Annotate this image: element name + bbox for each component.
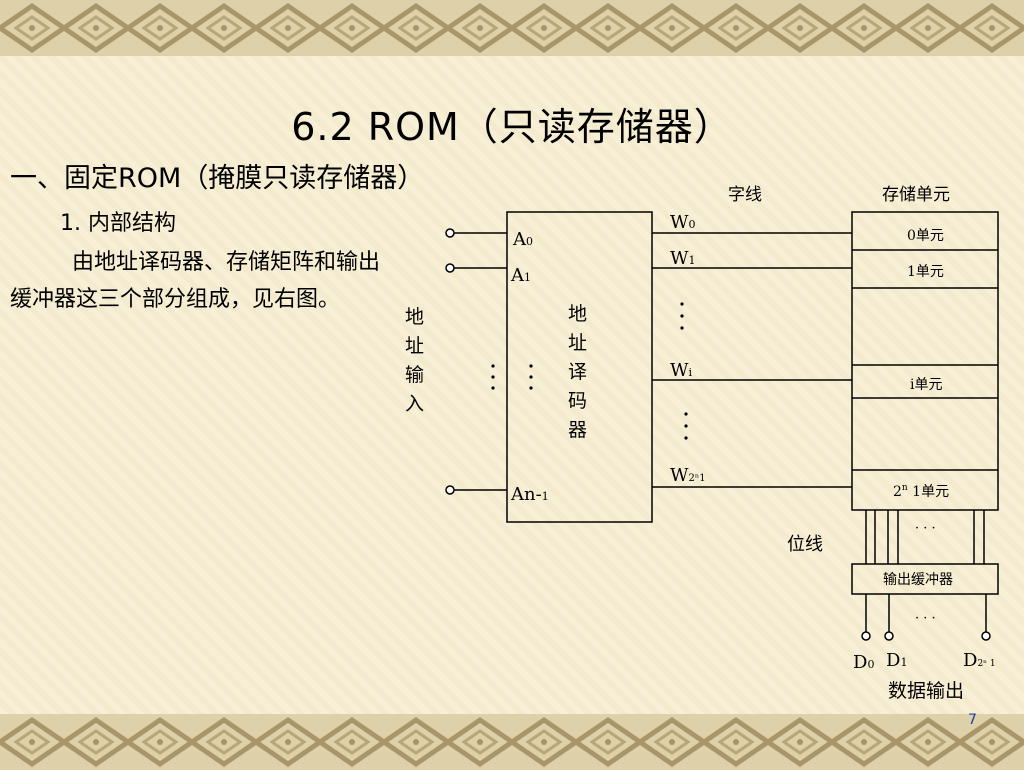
slide-background xyxy=(0,56,1024,714)
slide-title: 6.2 ROM（只读存储器） xyxy=(291,105,733,149)
address-input-label-2: 址 xyxy=(405,335,424,357)
word-line-wn: W2ⁿ1 xyxy=(670,465,706,486)
terminal-d0 xyxy=(861,631,871,641)
word-line-label: 字线 xyxy=(728,185,762,205)
cell-0: 0单元 xyxy=(907,228,944,244)
address-input-label-1: 地 xyxy=(405,306,424,328)
input-an-label: An-1 xyxy=(510,484,549,505)
storage-cell-label: 存储单元 xyxy=(882,185,950,205)
output-buffer-box xyxy=(851,563,999,595)
subsection-heading: 1. 内部结构 xyxy=(60,211,176,236)
word-line-wi: Wi xyxy=(670,360,693,381)
terminal-d1 xyxy=(884,631,894,641)
terminal-a1 xyxy=(445,263,455,273)
description-paragraph: 由地址译码器、存储矩阵和输出缓冲器这三个部分组成，见右图。 xyxy=(10,250,381,312)
address-input-label-4: 入 xyxy=(405,393,424,415)
decoder-label-3: 译 xyxy=(568,361,587,383)
cell-1: 1单元 xyxy=(907,264,944,280)
output-buffer-label: 输出缓冲器 xyxy=(883,572,953,588)
address-input-label-3: 输 xyxy=(405,364,424,386)
decoder-label-2: 址 xyxy=(568,332,587,354)
address-decoder-box xyxy=(506,211,653,523)
data-output-label: 数据输出 xyxy=(888,680,964,702)
storage-matrix-box xyxy=(851,211,999,511)
word-line-w0: W0 xyxy=(670,212,696,233)
outputs-ellipsis: · · · xyxy=(915,611,936,626)
decoder-label-1: 地 xyxy=(568,303,587,325)
output-d1: D1 xyxy=(886,650,907,671)
bit-line-label: 位线 xyxy=(787,534,823,555)
terminal-dn xyxy=(981,631,991,641)
decoder-label-5: 器 xyxy=(568,419,587,441)
terminal-an xyxy=(445,485,455,495)
output-d0: D0 xyxy=(853,652,874,673)
decorative-border-top xyxy=(0,0,1024,56)
cell-i: i单元 xyxy=(910,377,942,393)
bit-lines-ellipsis: · · · xyxy=(915,521,936,536)
input-a0-label: A0 xyxy=(512,229,533,250)
cell-n: 2n 1单元 xyxy=(893,483,949,500)
section-heading: 一、固定ROM（掩膜只读存储器） xyxy=(10,163,425,194)
page-number: 7 xyxy=(968,712,977,728)
terminal-a0 xyxy=(445,228,455,238)
word-line-w1: W1 xyxy=(670,248,696,269)
decorative-border-bottom xyxy=(0,714,1024,770)
output-dn: D2ⁿ 1 xyxy=(963,650,996,671)
input-a1-label: A1 xyxy=(510,265,531,286)
decoder-label-4: 码 xyxy=(568,390,587,412)
